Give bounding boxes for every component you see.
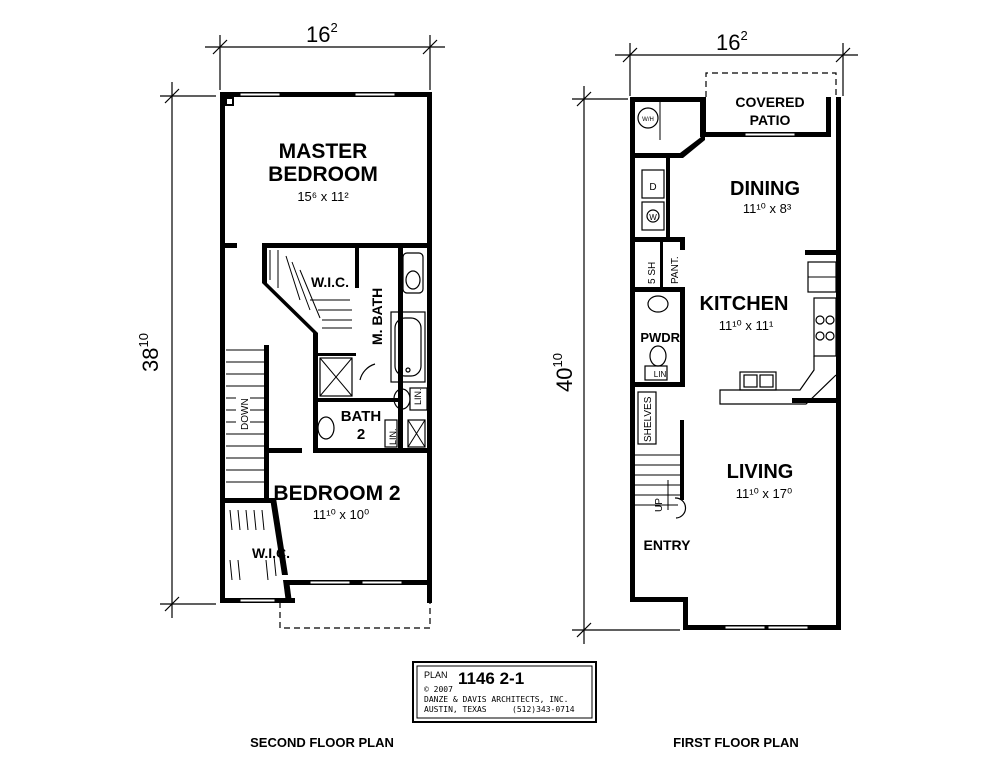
first-floor-width-dimension: 162 (615, 28, 858, 96)
linen2-label: LIN. (388, 428, 398, 445)
master-bath-label: M. BATH (369, 288, 385, 345)
second-floor-plan: 162 3810 (136, 20, 445, 629)
linen-label: LIN (654, 370, 667, 379)
dining-label: DINING (730, 178, 800, 200)
first-floor-width-sup: 2 (740, 28, 747, 43)
dryer-label: D (649, 182, 656, 193)
second-floor-depth-sup: 10 (136, 333, 151, 347)
second-floor-width-sup: 2 (330, 20, 337, 35)
second-floor-width-value: 16 (306, 22, 330, 47)
master-bedroom-label-line2: BEDROOM (268, 163, 378, 186)
wic-top-shelving (269, 250, 352, 329)
water-heater-label: W/H (642, 117, 654, 123)
master-bedroom-size: 15⁶ x 11² (297, 189, 349, 204)
first-floor-width-value: 16 (716, 30, 740, 55)
first-floor-depth-dimension: 4010 (550, 86, 680, 644)
bath2-label-line2: 2 (357, 426, 365, 443)
wic-bottom-shelving (229, 509, 277, 581)
title-block: PLAN 1146 2-1 © 2007 DANZE & DAVIS ARCHI… (412, 661, 597, 723)
living-label: LIVING (727, 461, 794, 483)
covered-patio-label-line1: COVERED (735, 94, 804, 110)
kitchen-label: KITCHEN (700, 293, 789, 315)
stair-up-label: UP (654, 498, 665, 512)
dining-size: 11¹⁰ x 8³ (743, 201, 792, 216)
covered-patio-label-line2: PATIO (750, 112, 791, 128)
plan-word: PLAN (424, 670, 448, 680)
svg-text:162: 162 (716, 28, 748, 55)
master-bedroom-label-line1: MASTER (279, 140, 368, 163)
plan-number: 1146 2-1 (458, 669, 524, 688)
living-size: 11¹⁰ x 17⁰ (736, 486, 792, 501)
first-floor-depth-sup: 10 (550, 353, 565, 367)
linen1-label: LIN. (413, 388, 423, 405)
entry-label: ENTRY (644, 537, 692, 553)
second-floor-depth-value: 38 (138, 348, 163, 372)
stair-down-label: DOWN (240, 398, 251, 430)
first-floor-plan: 162 4010 W/H (550, 28, 858, 644)
svg-text:3810: 3810 (136, 333, 163, 372)
wic-bottom-label: W.I.C. (252, 545, 290, 561)
svg-text:4010: 4010 (550, 353, 577, 392)
powder-room-label: PWDR. (640, 330, 683, 345)
pantry-label: PANT. (670, 256, 681, 284)
bath2-label-line1: BATH (341, 408, 382, 425)
kitchen-size: 11¹⁰ x 11¹ (719, 318, 774, 333)
second-floor-caption: SECOND FLOOR PLAN (250, 735, 394, 750)
bedroom2-size: 11¹⁰ x 10⁰ (313, 507, 369, 522)
five-shelf-label: 5 SH (647, 262, 658, 284)
washer-label: W (649, 213, 657, 222)
wic-top-label: W.I.C. (311, 274, 349, 290)
second-floor-width-dimension: 162 (205, 20, 445, 90)
first-floor-stair: UP (635, 420, 687, 519)
bedroom2-label: BEDROOM 2 (273, 482, 400, 505)
shelves-label: SHELVES (643, 396, 654, 442)
first-floor-depth-value: 40 (552, 368, 577, 392)
copyright: © 2007 (424, 685, 453, 694)
second-floor-depth-dimension: 3810 (136, 82, 216, 618)
second-floor-stair: DOWN (226, 345, 269, 500)
firm-city: AUSTIN, TEXAS (424, 705, 487, 714)
firm-phone: (512)343-0714 (512, 705, 575, 714)
firm-name: DANZE & DAVIS ARCHITECTS, INC. (424, 695, 569, 704)
svg-text:162: 162 (306, 20, 338, 47)
first-floor-caption: FIRST FLOOR PLAN (673, 735, 799, 750)
